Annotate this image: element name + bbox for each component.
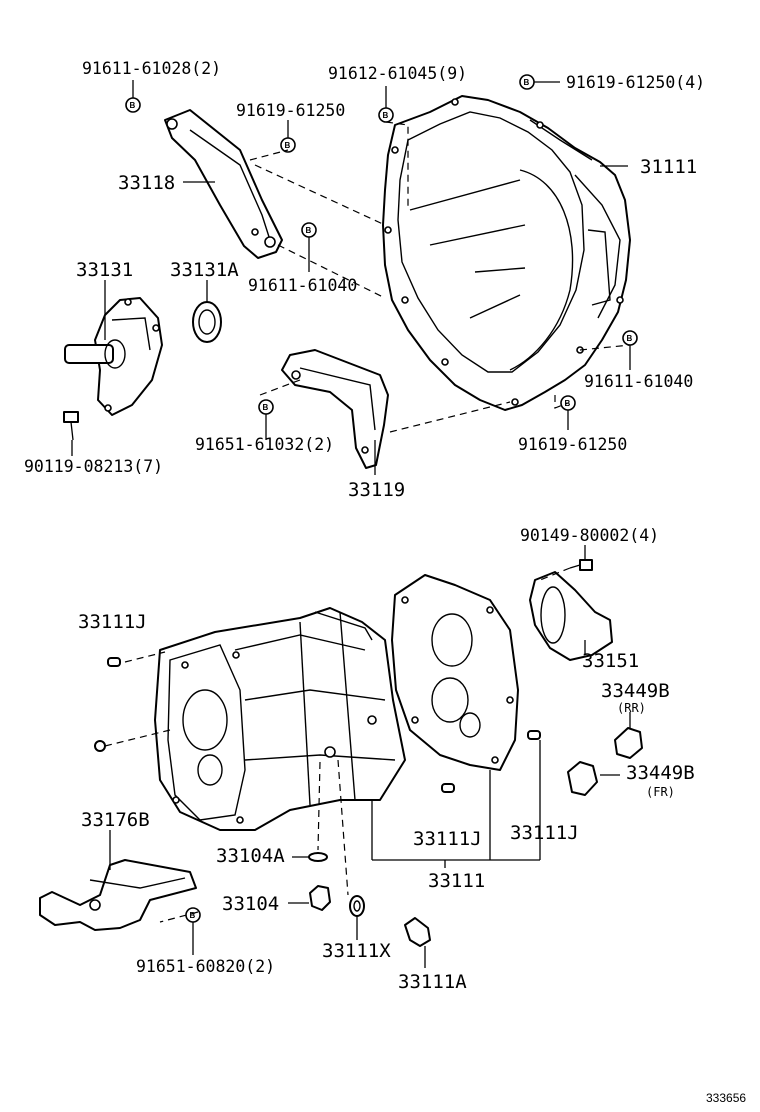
label-33111A: 33111A	[398, 971, 467, 993]
label-33111X: 33111X	[322, 940, 391, 962]
bolt-icon: B	[185, 907, 201, 923]
svg-text:B: B	[383, 111, 389, 120]
pin-dowel[interactable]	[94, 740, 106, 752]
bolt-icon: B	[280, 137, 296, 153]
svg-text:B: B	[130, 101, 136, 110]
pin-33111J-a[interactable]	[107, 657, 121, 667]
pin-33111J-b[interactable]	[441, 783, 455, 793]
label-91611-61040-a: 91611-61040	[248, 276, 357, 295]
transmission-case-33111[interactable]	[154, 607, 406, 831]
bracket-33118[interactable]	[164, 109, 283, 259]
svg-text:B: B	[190, 911, 196, 920]
svg-text:B: B	[285, 141, 291, 150]
label-91611-61028: 91611-61028(2)	[82, 59, 221, 78]
label-33176B: 33176B	[81, 809, 150, 831]
svg-text:B: B	[263, 403, 269, 412]
label-33449B-rr: 33449B	[601, 680, 670, 702]
bolt-icon: B	[258, 399, 274, 415]
label-91651-60820: 91651-60820(2)	[136, 957, 275, 976]
label-33111J-a: 33111J	[78, 611, 147, 633]
pin-33111J-c[interactable]	[527, 730, 541, 740]
gasket-33111X[interactable]	[349, 895, 365, 917]
svg-text:B: B	[627, 334, 633, 343]
bracket-33119[interactable]	[281, 349, 389, 469]
label-91619-61250-4: 91619-61250(4)	[566, 73, 705, 92]
label-33118: 33118	[118, 172, 175, 194]
bolt-icon: B	[519, 74, 535, 90]
label-91611-61040-b: 91611-61040	[584, 372, 693, 391]
label-33131: 33131	[76, 259, 133, 281]
label-33119: 33119	[348, 479, 405, 501]
label-33111: 33111	[428, 870, 485, 892]
oil-seal-33131A[interactable]	[192, 301, 222, 343]
label-33104: 33104	[222, 893, 279, 915]
label-31111: 31111	[640, 156, 697, 178]
label-33111J-c: 33111J	[510, 822, 579, 844]
label-91619-61250-a: 91619-61250	[236, 101, 345, 120]
label-33111J-b: 33111J	[413, 828, 482, 850]
svg-text:B: B	[306, 226, 312, 235]
label-rr: (RR)	[617, 701, 646, 715]
label-33131A: 33131A	[170, 259, 239, 281]
plug-33111A[interactable]	[404, 917, 431, 947]
bolt-90119-08213[interactable]	[63, 411, 79, 441]
bolt-icon: B	[378, 107, 394, 123]
label-90119-08213: 90119-08213(7)	[24, 457, 163, 476]
label-33151: 33151	[582, 650, 639, 672]
rear-cover-33151[interactable]	[529, 571, 613, 661]
label-91651-61032: 91651-61032(2)	[195, 435, 334, 454]
dashed-lines	[104, 121, 631, 923]
plug-33449B-fr[interactable]	[567, 761, 598, 796]
bolt-icon: B	[125, 97, 141, 113]
label-fr: (FR)	[646, 785, 675, 799]
plug-33104[interactable]	[309, 885, 331, 911]
plug-33449B-rr[interactable]	[614, 727, 643, 759]
label-90149-80002: 90149-80002(4)	[520, 526, 659, 545]
gasket-33104A[interactable]	[308, 852, 328, 862]
label-91619-61250-b: 91619-61250	[518, 435, 627, 454]
label-91612-61045: 91612-61045(9)	[328, 64, 467, 83]
svg-text:B: B	[524, 78, 530, 87]
bolt-90149-80002[interactable]	[569, 559, 593, 571]
bearing-retainer-33131[interactable]	[64, 297, 163, 416]
bolt-icon: B	[622, 330, 638, 346]
clutch-housing-31111[interactable]	[382, 95, 631, 411]
leader-lines	[71, 80, 631, 968]
intermediate-plate[interactable]	[391, 574, 519, 771]
bolt-icon: B	[301, 222, 317, 238]
lock-bracket-33176B[interactable]	[39, 859, 197, 931]
label-33449B-fr: 33449B	[626, 762, 695, 784]
diagram-id-number: 333656	[706, 1091, 746, 1105]
label-33104A: 33104A	[216, 845, 285, 867]
